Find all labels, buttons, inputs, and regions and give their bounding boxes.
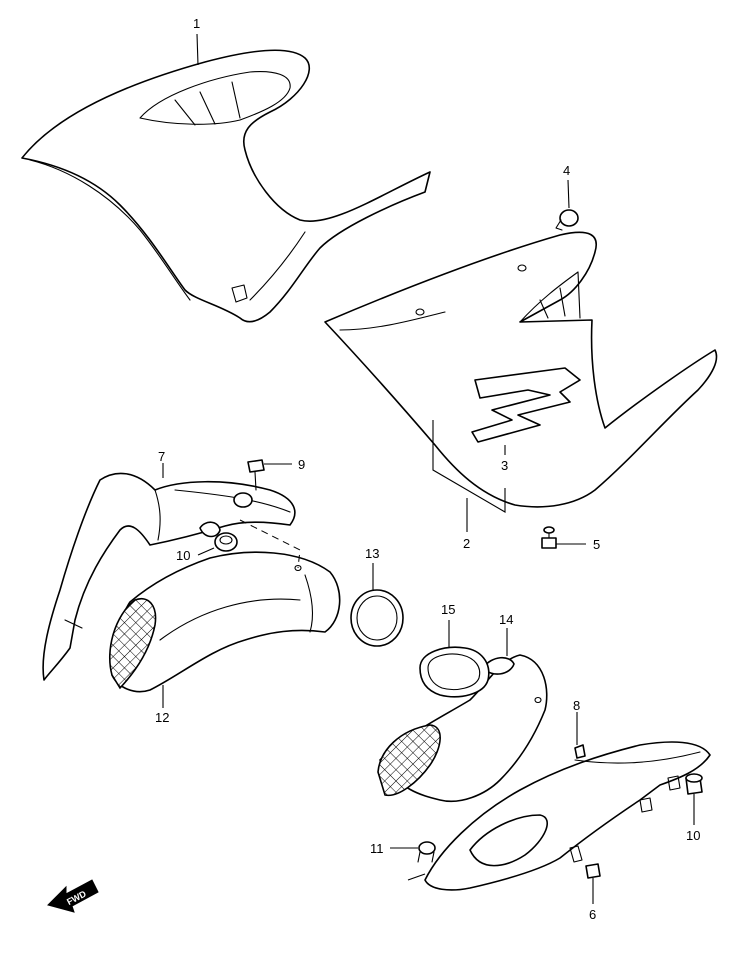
- callout-5: 5: [593, 537, 600, 552]
- clip-6: [585, 863, 601, 879]
- callout-14: 14: [499, 612, 513, 627]
- callout-1: 1: [193, 16, 200, 31]
- side-cowl: [324, 231, 718, 508]
- callout-11: 11: [370, 841, 384, 856]
- callout-3: 3: [501, 458, 508, 473]
- leader-lines: [162, 33, 695, 904]
- callout-15: 15: [441, 602, 455, 617]
- ring-15: [419, 646, 490, 698]
- grommet-10-right: [685, 773, 703, 795]
- ring-13: [350, 589, 404, 647]
- callout-8: 8: [573, 698, 580, 713]
- grommet-10-left: [214, 532, 238, 552]
- screw-4: [555, 209, 579, 231]
- callout-9: 9: [298, 457, 305, 472]
- callout-7: 7: [158, 449, 165, 464]
- callout-10-right: 10: [686, 828, 700, 843]
- air-duct-left: [108, 551, 341, 693]
- duct-bracket: [42, 472, 296, 681]
- lower-cowl: [424, 741, 711, 891]
- callout-10-left: 10: [176, 548, 190, 563]
- callout-13: 13: [365, 546, 379, 561]
- callout-12: 12: [155, 710, 169, 725]
- screw-11: [417, 841, 436, 863]
- air-duct-right: [377, 654, 548, 803]
- screw-9: [247, 459, 265, 491]
- fwd-arrow-icon: FWD: [47, 879, 99, 913]
- bolt-5: [541, 526, 557, 549]
- callout-2: 2: [463, 536, 470, 551]
- callout-6: 6: [589, 907, 596, 922]
- callout-4: 4: [563, 163, 570, 178]
- inner-cowl-panel: [21, 49, 431, 323]
